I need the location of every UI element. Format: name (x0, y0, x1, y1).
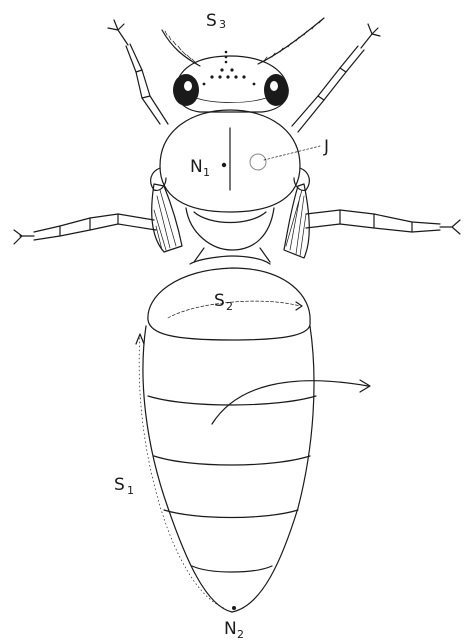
svg-text:3: 3 (219, 18, 226, 31)
label-s3: S 3 (206, 11, 226, 31)
s1-track (136, 334, 224, 608)
svg-text:J: J (323, 137, 329, 157)
label-n1: N 1 (190, 157, 210, 179)
left-wing-pad (152, 184, 182, 252)
s2-arrow (168, 301, 302, 318)
left-front-leg (108, 20, 168, 124)
label-j: J (323, 137, 329, 157)
spiracle-j (250, 154, 266, 170)
right-middle-leg (306, 210, 460, 234)
right-front-leg (292, 24, 380, 132)
left-middle-leg (14, 214, 156, 244)
left-antenna (162, 30, 200, 66)
svg-text:1: 1 (127, 484, 134, 497)
svg-text:S: S (206, 11, 217, 31)
thorax (151, 110, 320, 262)
svg-text:N: N (224, 619, 237, 639)
svg-text:2: 2 (237, 628, 244, 641)
svg-text:S: S (114, 475, 125, 495)
curved-arrow (212, 380, 370, 424)
svg-text:1: 1 (203, 166, 210, 179)
svg-text:S: S (214, 291, 225, 311)
label-s2: S 2 (214, 291, 233, 313)
svg-text:2: 2 (226, 300, 233, 313)
right-antenna (258, 18, 324, 64)
svg-text:N: N (190, 157, 203, 177)
label-n2: N 2 (224, 619, 244, 641)
right-wing-pad (284, 184, 309, 258)
label-s1: S 1 (114, 475, 134, 497)
